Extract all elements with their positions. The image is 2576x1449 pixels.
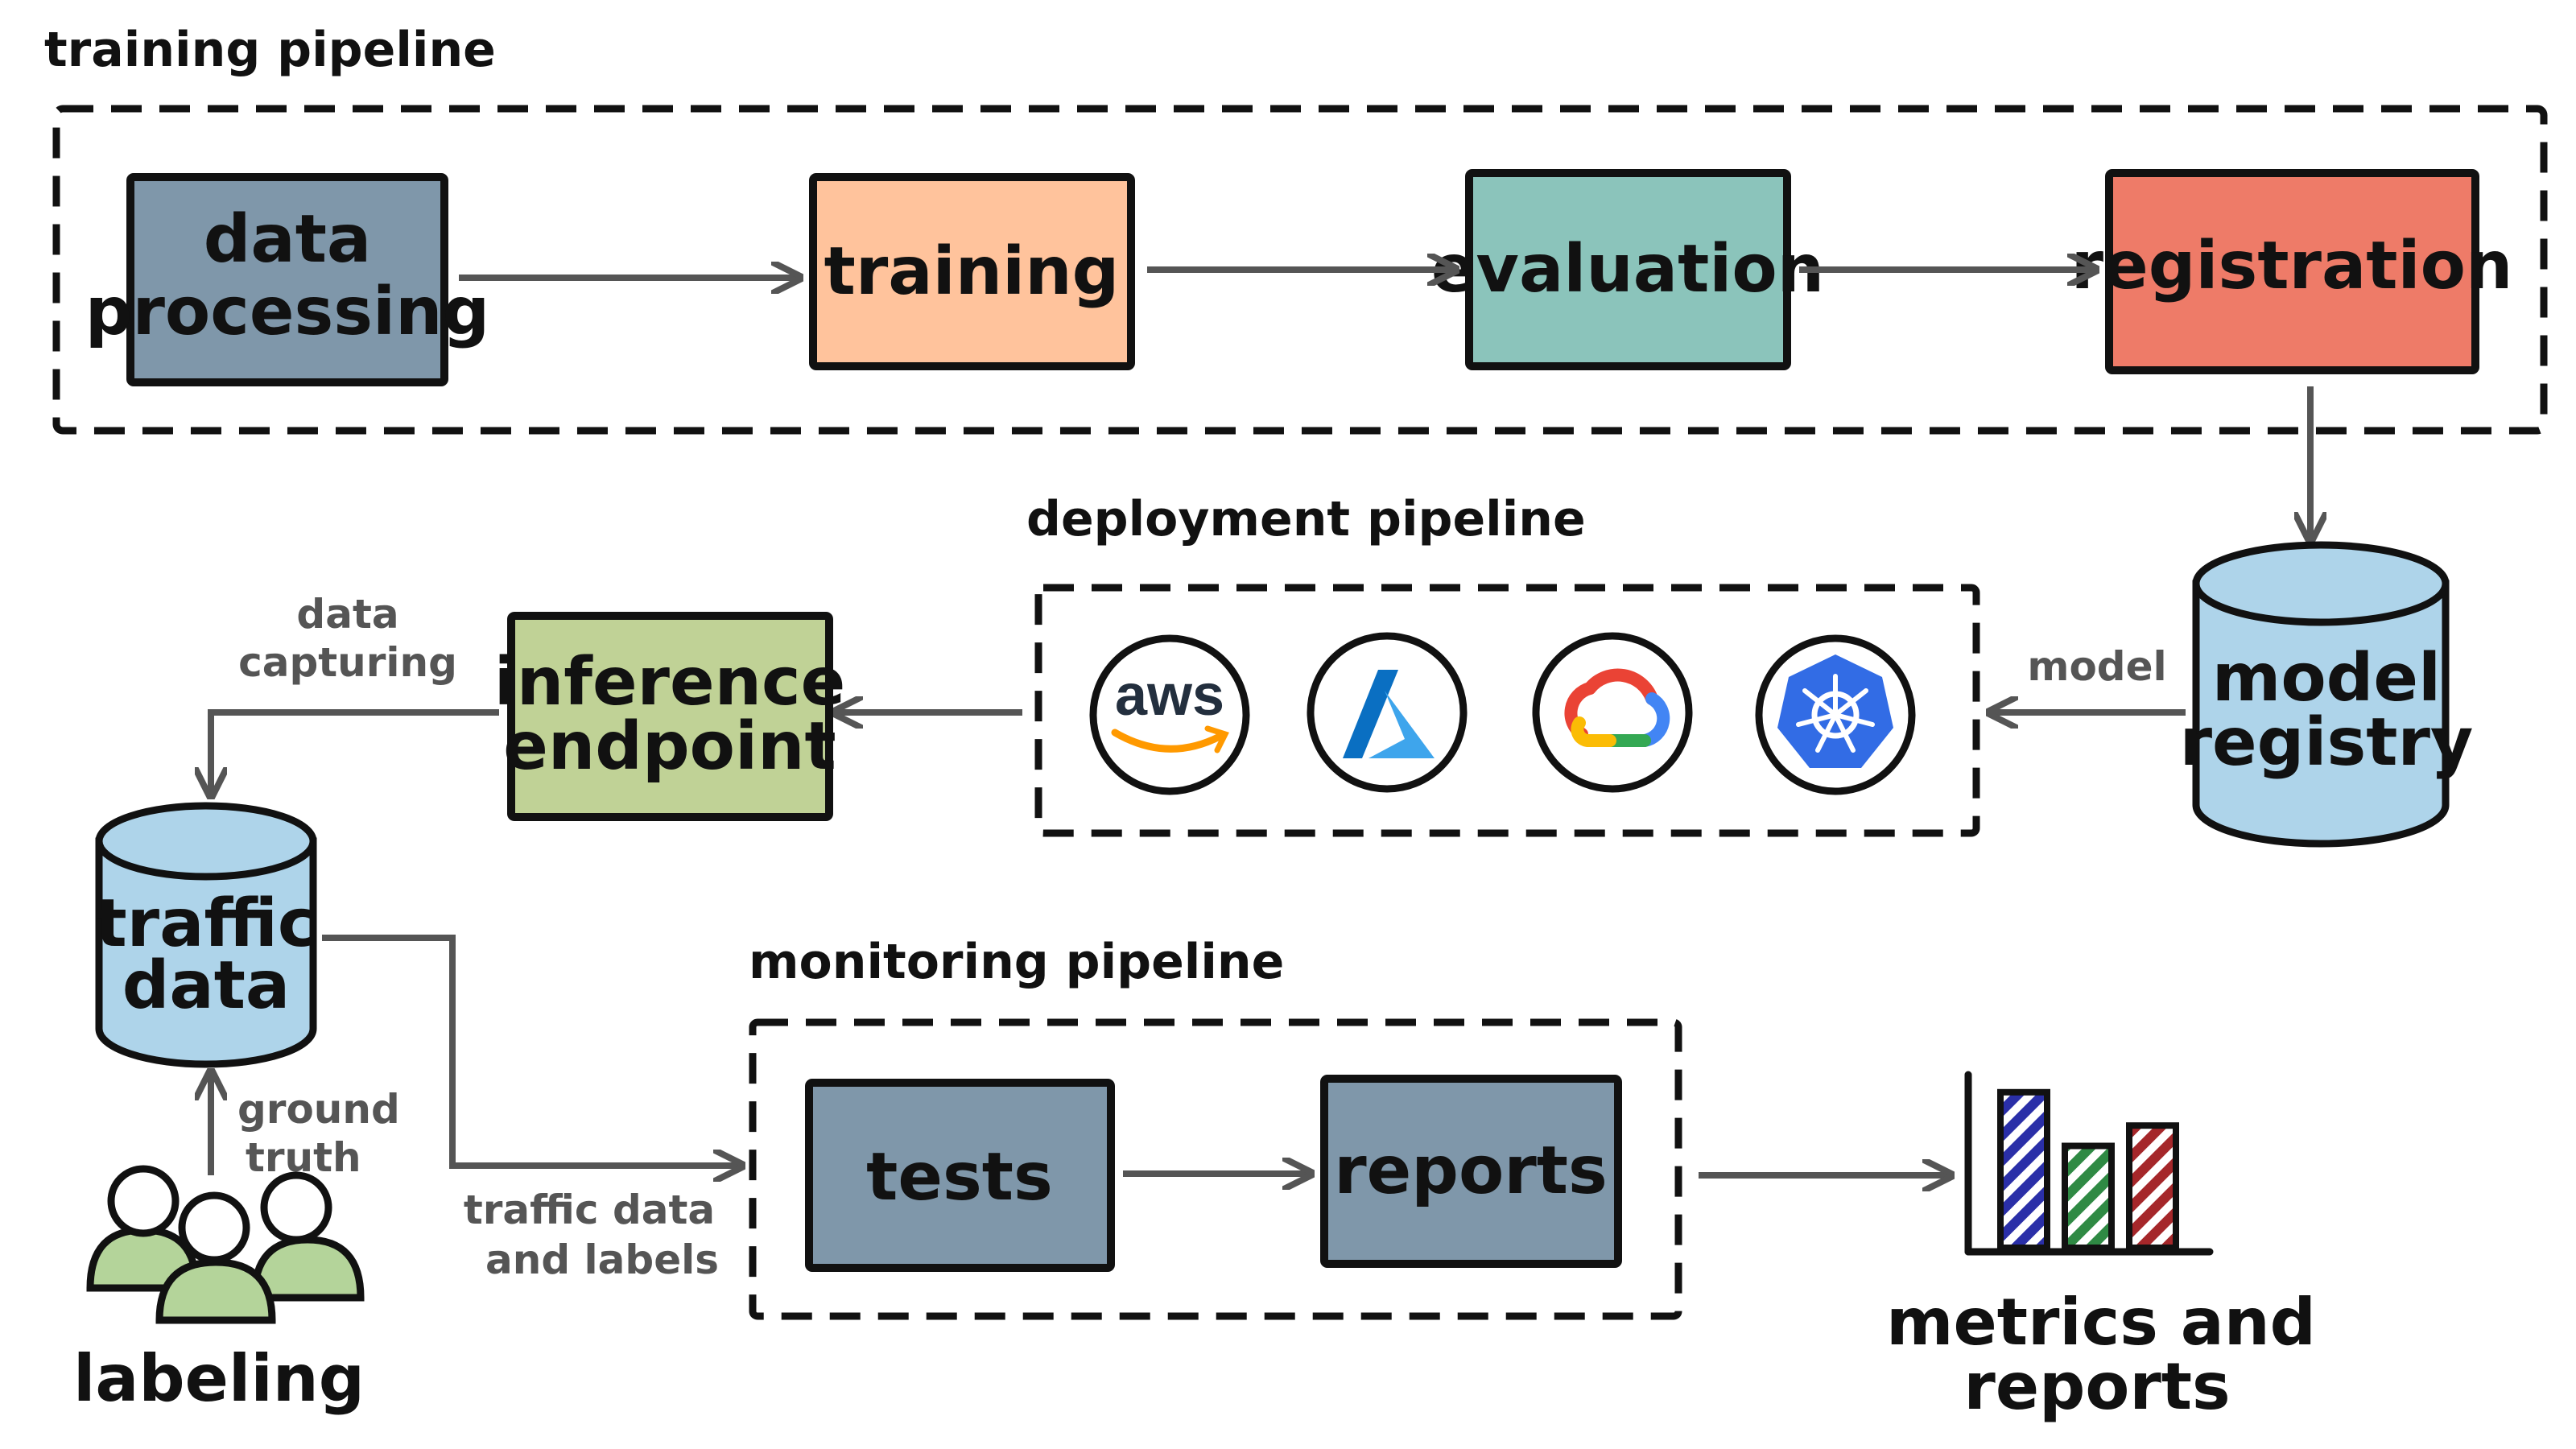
aws-icon-text: aws (1115, 663, 1224, 728)
edge-label-model: model (2027, 643, 2166, 690)
deployment-pipeline-frame (1034, 584, 1980, 837)
aws-icon: aws (1089, 634, 1250, 795)
metrics-label-line1: metrics and (1886, 1285, 2316, 1360)
traffic-data-label-line2: data (122, 947, 291, 1024)
metrics-label-line2: reports (1963, 1349, 2230, 1424)
traffic-data-label-line1: traffic (95, 886, 316, 962)
step-data-processing-label-line2: processing (85, 274, 490, 350)
model-registry-label-line1: model (2212, 640, 2441, 716)
step-data-processing-label-line1: data (204, 201, 372, 278)
step-tests-label: tests (866, 1139, 1053, 1216)
edge-label-data-capturing-line2: capturing (238, 639, 457, 686)
arrow-traffic-data-to-monitoring (322, 935, 739, 1166)
traffic-data-cylinder: traffic data (95, 802, 317, 1068)
deployment-pipeline-title: deployment pipeline (1026, 491, 1586, 547)
google-cloud-icon (1532, 632, 1693, 793)
model-registry-label-line2: registry (2180, 704, 2474, 781)
labeling-label: labeling (73, 1341, 365, 1416)
metrics-bar-3 (2126, 1122, 2179, 1251)
kubernetes-icon (1755, 634, 1916, 795)
arrow-endpoint-to-traffic-data (211, 709, 499, 793)
monitoring-pipeline-frame (749, 1018, 1682, 1320)
step-data-processing: data processing (85, 173, 490, 386)
step-evaluation-label: evaluation (1431, 231, 1824, 308)
inference-endpoint-label-line1: inference (494, 644, 845, 720)
metrics-bar-2 (2062, 1142, 2115, 1251)
metrics-bar-1 (1997, 1088, 2050, 1252)
inference-endpoint: inference endpoint (494, 612, 845, 821)
step-training-label: training (824, 233, 1120, 310)
edge-label-ground-truth-line1: ground (237, 1086, 400, 1133)
training-pipeline-title: training pipeline (44, 22, 496, 78)
azure-icon (1307, 632, 1468, 793)
step-tests: tests (805, 1079, 1115, 1272)
labeling-people-icon (86, 1165, 365, 1324)
step-reports-label: reports (1334, 1133, 1608, 1209)
step-reports: reports (1320, 1075, 1622, 1268)
monitoring-pipeline-title: monitoring pipeline (749, 934, 1284, 990)
inference-endpoint-label-line2: endpoint (503, 708, 836, 785)
edge-label-traffic-data-and-labels-line2: and labels (485, 1236, 719, 1283)
edge-label-data-capturing-line1: data (296, 591, 398, 638)
step-registration: registration (2071, 169, 2513, 374)
model-registry-cylinder: model registry (2180, 541, 2474, 848)
metrics-bar-chart-icon (1964, 1071, 2214, 1256)
step-training: training (809, 173, 1135, 370)
step-registration-label: registration (2071, 228, 2513, 304)
step-evaluation: evaluation (1431, 169, 1824, 370)
training-pipeline-frame (52, 105, 2548, 435)
edge-label-traffic-data-and-labels-line1: traffic data (464, 1187, 715, 1233)
